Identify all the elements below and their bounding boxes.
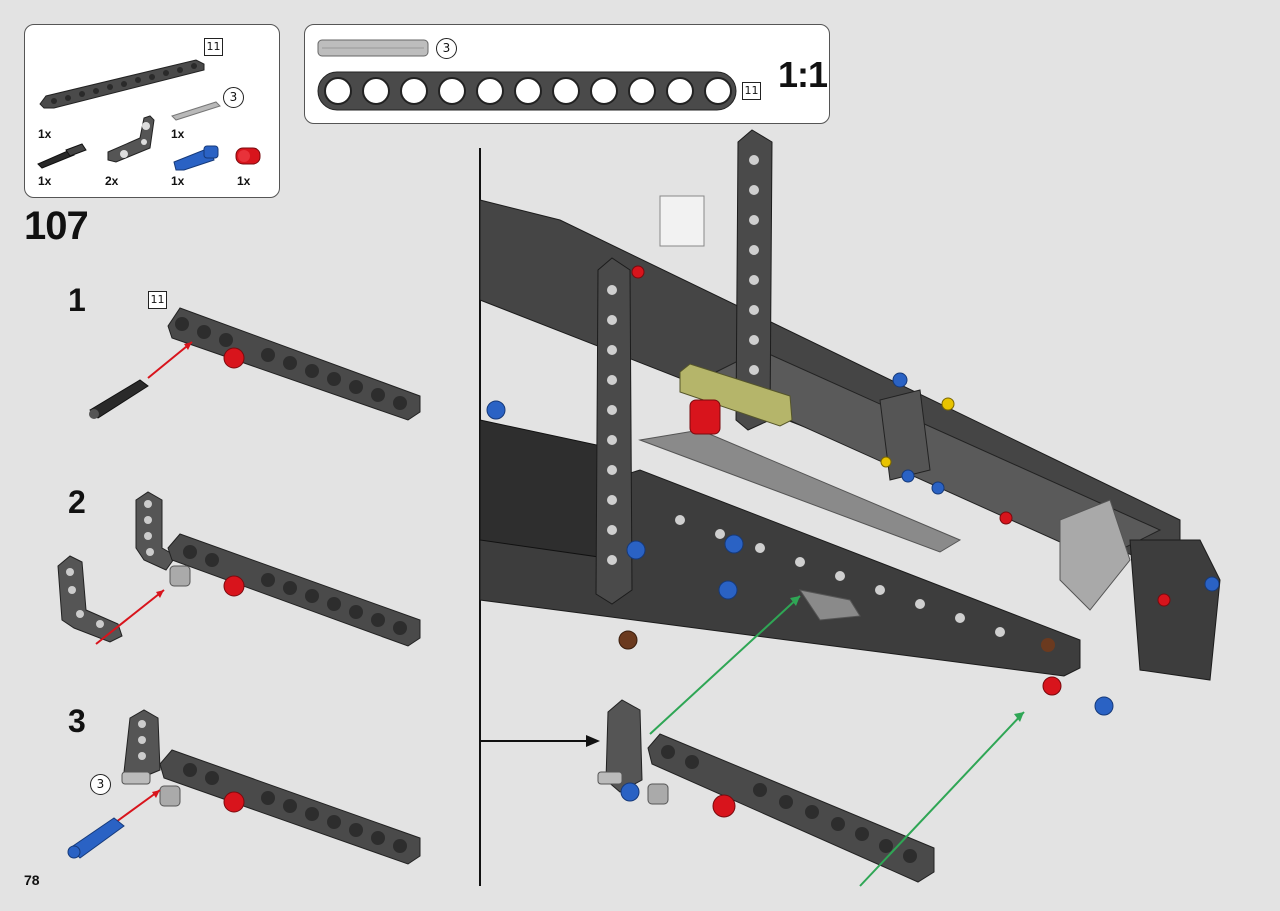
scale-label: 1:1: [778, 54, 828, 95]
substep-2-beam: [167, 533, 421, 647]
parts-needed-box: [24, 24, 280, 198]
substep-1-beam: [167, 307, 421, 421]
part-blue-pin: [173, 145, 219, 171]
substep-2-number: 2: [68, 484, 86, 520]
substep-1-axle-pin: [89, 379, 149, 419]
qty-beam: 1x: [38, 127, 52, 141]
page-number: 78: [24, 872, 40, 888]
scale-axle-tag: 3: [436, 38, 457, 59]
substep-2-arrow: [95, 589, 165, 645]
qty-black-pin: 1x: [38, 174, 52, 188]
qty-red-pin: 1x: [237, 174, 251, 188]
parts-axle-count-tag: 3: [223, 87, 244, 108]
part-black-axle-pin: [37, 143, 87, 169]
substep-3-blue-pin: [67, 817, 125, 859]
qty-blue-pin: 1x: [171, 174, 185, 188]
substep-3-beam: [121, 749, 421, 865]
substep-3-tag: 3: [90, 774, 111, 795]
green-arrow-2: [859, 711, 1025, 887]
substep-3-arrow: [115, 789, 161, 823]
substep-2-l-beam-lower: [57, 555, 123, 643]
scale-beam-11: [317, 71, 737, 111]
qty-axle: 1x: [171, 127, 185, 141]
substep-3-l-beam: [123, 709, 161, 781]
substep-2-l-beam-upper: [135, 491, 177, 571]
part-axle-3: [171, 101, 221, 121]
parts-beam-length-tag: 11: [204, 38, 223, 56]
scale-beam-tag: 11: [742, 82, 761, 100]
substep-1-tag: 11: [148, 291, 167, 309]
scale-axle-3: [317, 39, 429, 57]
substep-1-arrow: [147, 341, 193, 379]
green-arrow-1: [649, 595, 801, 735]
substep-3-number: 3: [68, 703, 86, 739]
substep-1-number: 1: [68, 282, 86, 318]
attaching-subassembly: [597, 699, 935, 883]
part-red-pin: [235, 147, 261, 165]
qty-l-beam: 2x: [105, 174, 119, 188]
main-step-number: 107: [24, 204, 89, 248]
part-beam-11: [39, 59, 205, 109]
part-l-beam: [107, 115, 155, 163]
main-assembly: [479, 129, 1221, 716]
